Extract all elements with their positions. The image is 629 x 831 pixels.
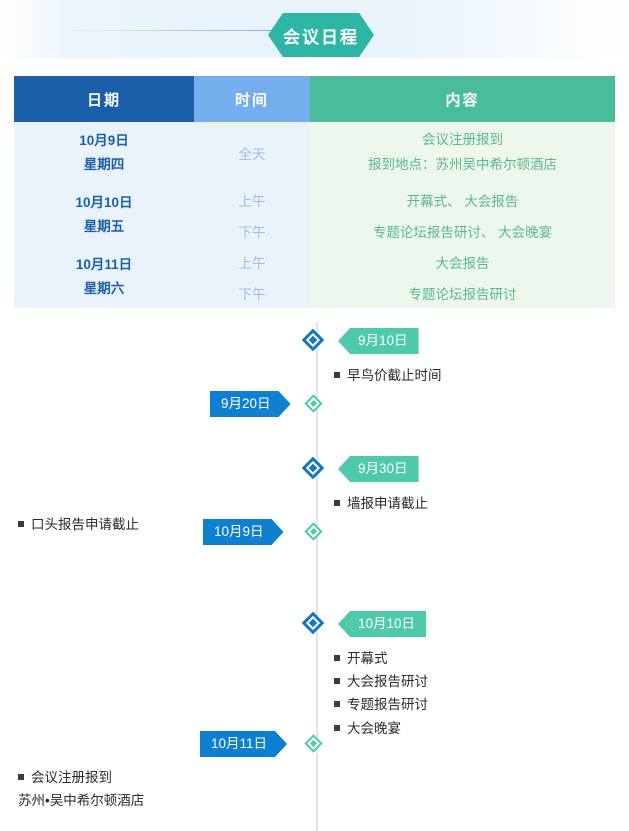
timeline-item-label: 专题报告研讨 <box>347 697 428 713</box>
cell-date: 10月9日 星期四 <box>14 122 194 184</box>
timeline-item: 口头报告申请截止 <box>18 513 139 536</box>
cell-time: 下午 <box>194 277 310 308</box>
timeline-item: 苏州•吴中希尔顿酒店 <box>18 789 144 812</box>
diamond-core-icon <box>309 527 318 536</box>
timeline-date-tag[interactable]: 10月11日 <box>200 731 287 757</box>
date-line-weekday: 星期五 <box>83 219 125 234</box>
timeline-item-label: 苏州•吴中希尔顿酒店 <box>18 793 145 809</box>
timeline-item-label: 大会晚宴 <box>347 720 401 736</box>
square-bullet-icon <box>334 500 340 506</box>
page-title: 会议日程 <box>268 13 374 57</box>
timeline-item-list: 口头报告申请截止 <box>18 513 139 536</box>
column-header-content: 内容 <box>310 76 615 122</box>
timeline-item-label: 开幕式 <box>347 651 388 666</box>
timeline-diamond-marker-icon <box>301 611 325 635</box>
timeline-item-label: 会议注册报到 <box>31 770 112 785</box>
date-line-weekday: 星期六 <box>83 281 125 296</box>
cell-date: 10月11日 星期六 <box>14 246 194 308</box>
date-line-weekday: 星期四 <box>83 157 125 172</box>
timeline-item-list: 开幕式大会报告研讨专题报告研讨大会晚宴 <box>334 647 428 740</box>
timeline-item-list: 早鸟价截止时间 <box>334 364 442 387</box>
cell-time: 下午 <box>194 215 310 246</box>
cell-content: 开幕式、 大会报告 <box>310 184 615 215</box>
date-line-primary: 10月9日 <box>79 133 129 149</box>
banner: 会议日程 <box>0 0 629 58</box>
column-header-time: 时间 <box>194 76 310 122</box>
cell-content: 会议注册报到 报到地点：苏州吴中希尔顿酒店 <box>310 122 615 184</box>
timeline-diamond-marker-icon <box>301 328 325 352</box>
timeline-item-label: 口头报告申请截止 <box>31 517 139 532</box>
table-row: 下午 专题论坛报告研讨、 大会晚宴 <box>14 215 615 246</box>
timeline-date-tag[interactable]: 10月10日 <box>338 611 427 637</box>
timeline-date-tag[interactable]: 9月20日 <box>210 391 291 417</box>
timeline-item: 开幕式 <box>334 647 428 670</box>
banner-rule <box>58 30 290 31</box>
cell-time: 全天 <box>194 122 310 184</box>
square-bullet-icon <box>18 774 24 780</box>
table-row: 下午 专题论坛报告研讨 <box>14 277 615 308</box>
square-bullet-icon <box>18 521 24 527</box>
square-bullet-icon <box>334 678 340 685</box>
timeline-diamond-marker-icon <box>304 734 323 753</box>
table-row: 10月9日 星期四 全天 会议注册报到 报到地点：苏州吴中希尔顿酒店 <box>14 122 615 184</box>
table-row: 10月10日 星期五 上午 开幕式、 大会报告 <box>14 184 615 246</box>
timeline-item-list: 墙报申请截止 <box>334 492 428 515</box>
timeline-item-label: 大会报告研讨 <box>347 674 428 690</box>
table-body: 10月9日 星期四 全天 会议注册报到 报到地点：苏州吴中希尔顿酒店 10月10… <box>14 122 615 308</box>
timeline-item: 会议注册报到 <box>18 766 144 789</box>
content-line: 会议注册报到 <box>422 132 503 148</box>
cell-content: 大会报告 <box>310 246 615 277</box>
schedule-table: 日期 时间 内容 10月9日 星期四 全天 会议注册报到 报到地点：苏州吴中希尔… <box>14 76 615 308</box>
timeline-item: 大会晚宴 <box>334 717 428 740</box>
timeline-item: 墙报申请截止 <box>334 492 428 515</box>
diamond-core-icon <box>308 618 318 628</box>
timeline-date-tag[interactable]: 10月9日 <box>203 519 284 545</box>
table-row: 10月11日 星期六 上午 大会报告 <box>14 246 615 308</box>
timeline-item-list: 会议注册报到苏州•吴中希尔顿酒店 <box>18 766 144 812</box>
timeline-item-label: 早鸟价截止时间 <box>347 368 442 383</box>
square-bullet-icon <box>334 372 340 378</box>
column-header-date: 日期 <box>14 76 194 122</box>
timeline-axis <box>316 322 318 831</box>
timeline-date-tag[interactable]: 9月30日 <box>338 456 419 482</box>
cell-content: 专题论坛报告研讨、 大会晚宴 <box>310 215 615 246</box>
square-bullet-icon <box>334 724 340 731</box>
diamond-core-icon <box>309 399 318 408</box>
timeline-item-label: 墙报申请截止 <box>347 496 428 511</box>
date-line-primary: 10月11日 <box>75 257 133 273</box>
timeline-diamond-marker-icon <box>304 394 323 413</box>
timeline: 9月10日早鸟价截止时间 9月20日口头报告申请截止 9月30日墙报申请截止 10月9… <box>0 310 629 831</box>
diamond-core-icon <box>308 463 318 473</box>
timeline-item: 早鸟价截止时间 <box>334 364 442 387</box>
content-line: 报到地点：苏州吴中希尔顿酒店 <box>368 157 557 172</box>
cell-time: 上午 <box>194 246 310 277</box>
diamond-core-icon <box>308 335 318 345</box>
diamond-core-icon <box>309 739 318 748</box>
timeline-item: 大会报告研讨 <box>334 670 428 693</box>
cell-date: 10月10日 星期五 <box>14 184 194 246</box>
timeline-diamond-marker-icon <box>301 456 325 480</box>
square-bullet-icon <box>334 701 340 708</box>
table-header-row: 日期 时间 内容 <box>14 76 615 122</box>
timeline-item: 专题报告研讨 <box>334 693 428 716</box>
timeline-diamond-marker-icon <box>304 522 323 541</box>
cell-time: 上午 <box>194 184 310 215</box>
timeline-date-tag[interactable]: 9月10日 <box>338 328 419 354</box>
cell-content: 专题论坛报告研讨 <box>310 277 615 308</box>
date-line-primary: 10月10日 <box>75 195 133 211</box>
square-bullet-icon <box>334 655 340 661</box>
